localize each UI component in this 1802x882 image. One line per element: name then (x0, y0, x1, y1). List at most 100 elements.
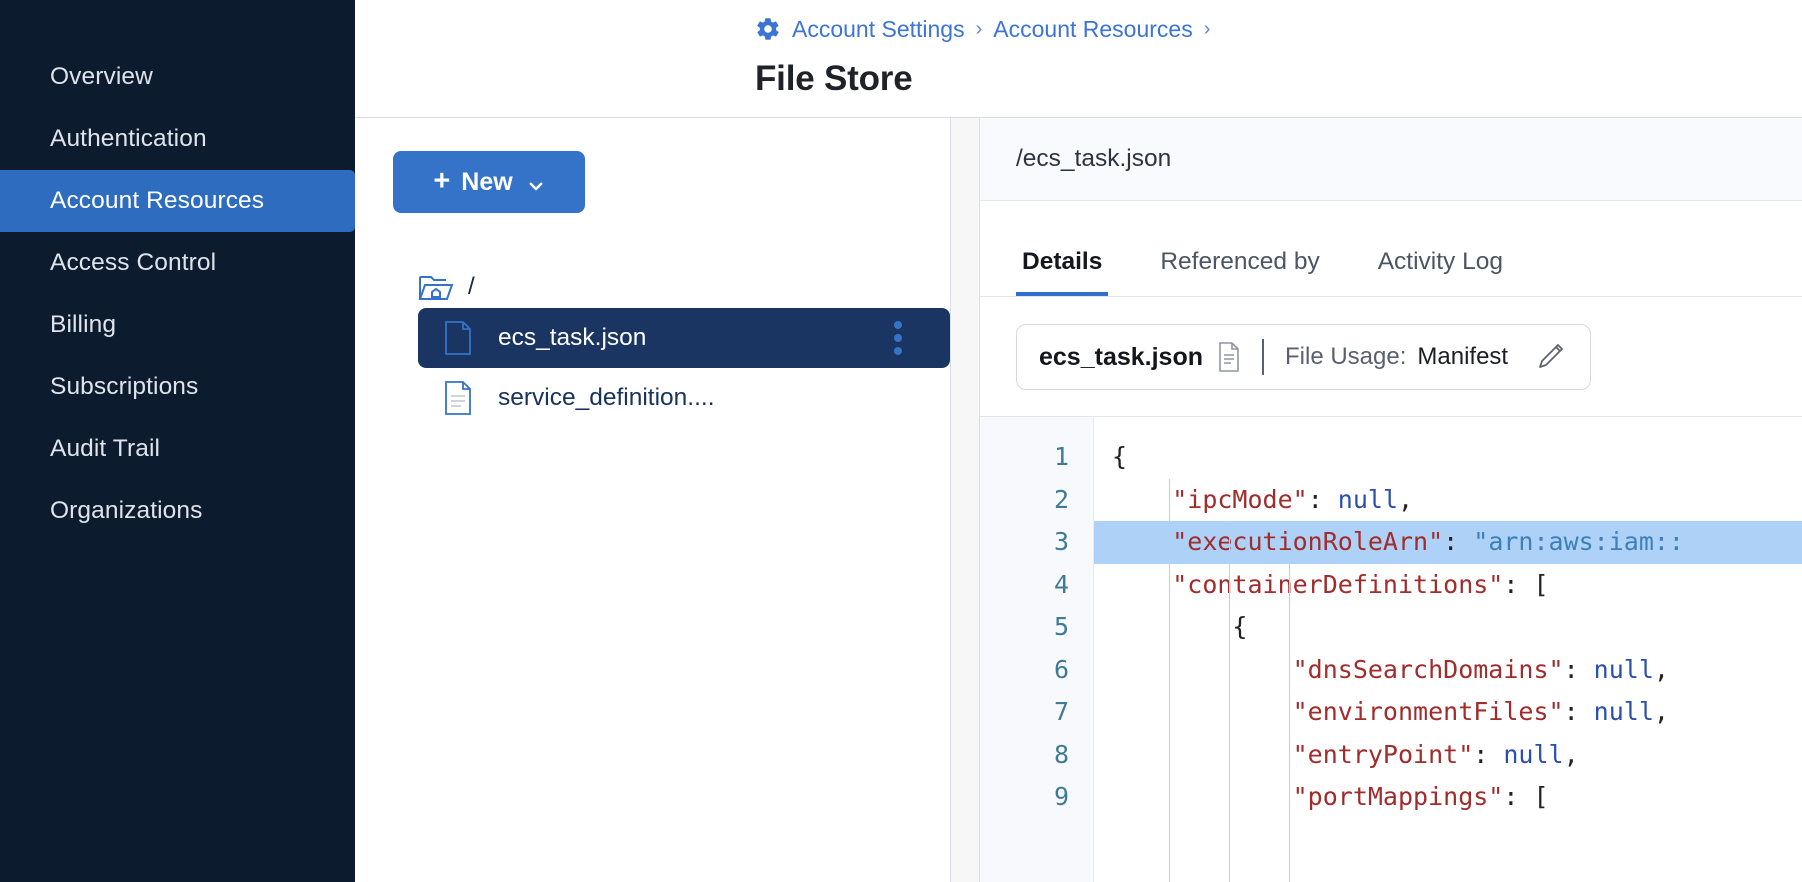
sidebar-item-audit-trail[interactable]: Audit Trail (0, 418, 355, 480)
page-title: File Store (755, 59, 913, 98)
line-number: 9 (1053, 782, 1069, 811)
file-usage-card: ecs_task.json File Usage: Manifest (1016, 324, 1592, 390)
sidebar-item-label: Subscriptions (50, 373, 199, 400)
file-tree-panel: + New (355, 118, 950, 882)
sidebar-item-subscriptions[interactable]: Subscriptions (0, 356, 355, 418)
tree-root-label: / (468, 273, 475, 300)
breadcrumb-item-account-resources[interactable]: Account Resources (993, 15, 1193, 42)
code-token: : (1563, 654, 1594, 684)
document-icon (1217, 342, 1241, 372)
sidebar-item-overview[interactable]: Overview (0, 46, 355, 108)
code-token: : (1443, 527, 1474, 556)
plus-icon: + (433, 164, 451, 197)
code-token: , (1653, 654, 1669, 684)
code-token: , (1653, 697, 1669, 726)
line-number: 7 (1053, 697, 1069, 726)
sidebar-item-label: Authentication (50, 125, 207, 152)
indent-guide (1169, 478, 1170, 882)
code-token: "ipcMode" (1172, 484, 1308, 514)
code-token: : [ (1503, 782, 1549, 811)
code-token: , (1563, 739, 1579, 769)
code-token: "arn:aws:iam:: (1473, 527, 1684, 556)
file-tree-item-label: service_definition.... (498, 384, 715, 411)
code-token: { (1112, 442, 1128, 471)
kebab-menu-icon[interactable] (894, 321, 902, 355)
detail-tabs: Details Referenced by Activity Log (980, 201, 1802, 297)
code-line: "dnsSearchDomains": null, (1094, 649, 1802, 692)
code-token: "entryPoint" (1292, 739, 1474, 769)
file-path-bar: /ecs_task.json (980, 118, 1802, 201)
code-token: "dnsSearchDomains" (1292, 654, 1564, 684)
sidebar-item-access-control[interactable]: Access Control (0, 232, 355, 294)
code-line: "executionRoleArn": "arn:aws:iam:: (1094, 521, 1802, 564)
breadcrumb-separator: › (975, 17, 983, 40)
code-token: "portMappings" (1292, 782, 1504, 811)
folder-home-icon (418, 271, 454, 303)
code-line: { (1094, 606, 1802, 649)
breadcrumb-item-account-settings[interactable]: Account Settings (792, 15, 965, 42)
file-tree: / ecs_task.json service_definition.... (388, 266, 950, 428)
file-icon (444, 321, 472, 355)
code-token: : (1473, 739, 1504, 769)
sidebar-item-label: Overview (50, 63, 153, 90)
panel-splitter[interactable] (950, 118, 980, 882)
code-token: null (1337, 484, 1399, 514)
line-number: 5 (1053, 612, 1069, 641)
code-token: "executionRoleArn" (1172, 527, 1444, 556)
code-token: : (1307, 484, 1338, 514)
file-usage-value: Manifest (1417, 343, 1509, 370)
sidebar-item-label: Access Control (50, 249, 217, 276)
code-token: : [ (1503, 569, 1549, 599)
new-button-label: New (461, 167, 513, 196)
breadcrumb-separator-2: › (1203, 17, 1211, 40)
file-usage-label: File Usage: (1285, 343, 1407, 370)
sidebar-item-account-resources[interactable]: Account Resources (0, 170, 355, 232)
sidebar-item-organizations[interactable]: Organizations (0, 480, 355, 542)
code-line: "ipcMode": null, (1094, 479, 1802, 522)
code-token: , (1398, 484, 1414, 514)
line-number: 4 (1053, 569, 1069, 599)
code-line: "environmentFiles": null, (1094, 691, 1802, 734)
code-line: { (1094, 436, 1802, 479)
tab-details[interactable]: Details (1016, 248, 1109, 296)
code-line: "containerDefinitions": [ (1094, 564, 1802, 607)
pencil-icon[interactable] (1536, 341, 1568, 373)
sidebar-item-label: Organizations (50, 497, 203, 524)
main-area: Account Settings › Account Resources › F… (355, 0, 1802, 882)
code-token: { (1232, 612, 1248, 641)
usage-file-name: ecs_task.json (1039, 342, 1203, 371)
indent-guide (1229, 521, 1230, 882)
line-number: 8 (1053, 739, 1069, 769)
tab-activity-log[interactable]: Activity Log (1377, 248, 1503, 275)
line-number: 2 (1053, 484, 1069, 514)
tab-referenced-by[interactable]: Referenced by (1160, 248, 1320, 275)
code-token: "containerDefinitions" (1172, 569, 1504, 599)
page-header: Account Settings › Account Resources › F… (355, 0, 1802, 118)
code-content[interactable]: { "ipcMode": null, "executionRoleArn": "… (1094, 417, 1802, 882)
line-number: 3 (1053, 527, 1069, 556)
file-tree-item-label: ecs_task.json (498, 324, 647, 351)
code-line: "portMappings": [ (1094, 776, 1802, 819)
code-token: null (1593, 697, 1654, 726)
sidebar-item-billing[interactable]: Billing (0, 294, 355, 356)
line-number: 6 (1053, 654, 1069, 684)
file-tree-item[interactable]: ecs_task.json (418, 308, 950, 368)
chevron-down-icon (527, 173, 545, 191)
code-token: : (1563, 697, 1594, 726)
file-icon (444, 381, 472, 415)
code-token: null (1503, 739, 1564, 769)
file-detail-panel: /ecs_task.json Details Referenced by Activ… (980, 118, 1802, 882)
code-line: "entryPoint": null, (1094, 734, 1802, 777)
file-tree-item[interactable]: service_definition.... (418, 368, 950, 428)
gear-icon (755, 16, 781, 42)
sidebar-item-authentication[interactable]: Authentication (0, 108, 355, 170)
sidebar-item-label: Account Resources (50, 187, 265, 214)
code-token: "environmentFiles" (1292, 697, 1564, 726)
usage-card-wrap: ecs_task.json File Usage: Manifest (980, 297, 1802, 416)
new-button[interactable]: + New (393, 151, 585, 213)
tree-root-folder[interactable]: / (388, 266, 950, 308)
